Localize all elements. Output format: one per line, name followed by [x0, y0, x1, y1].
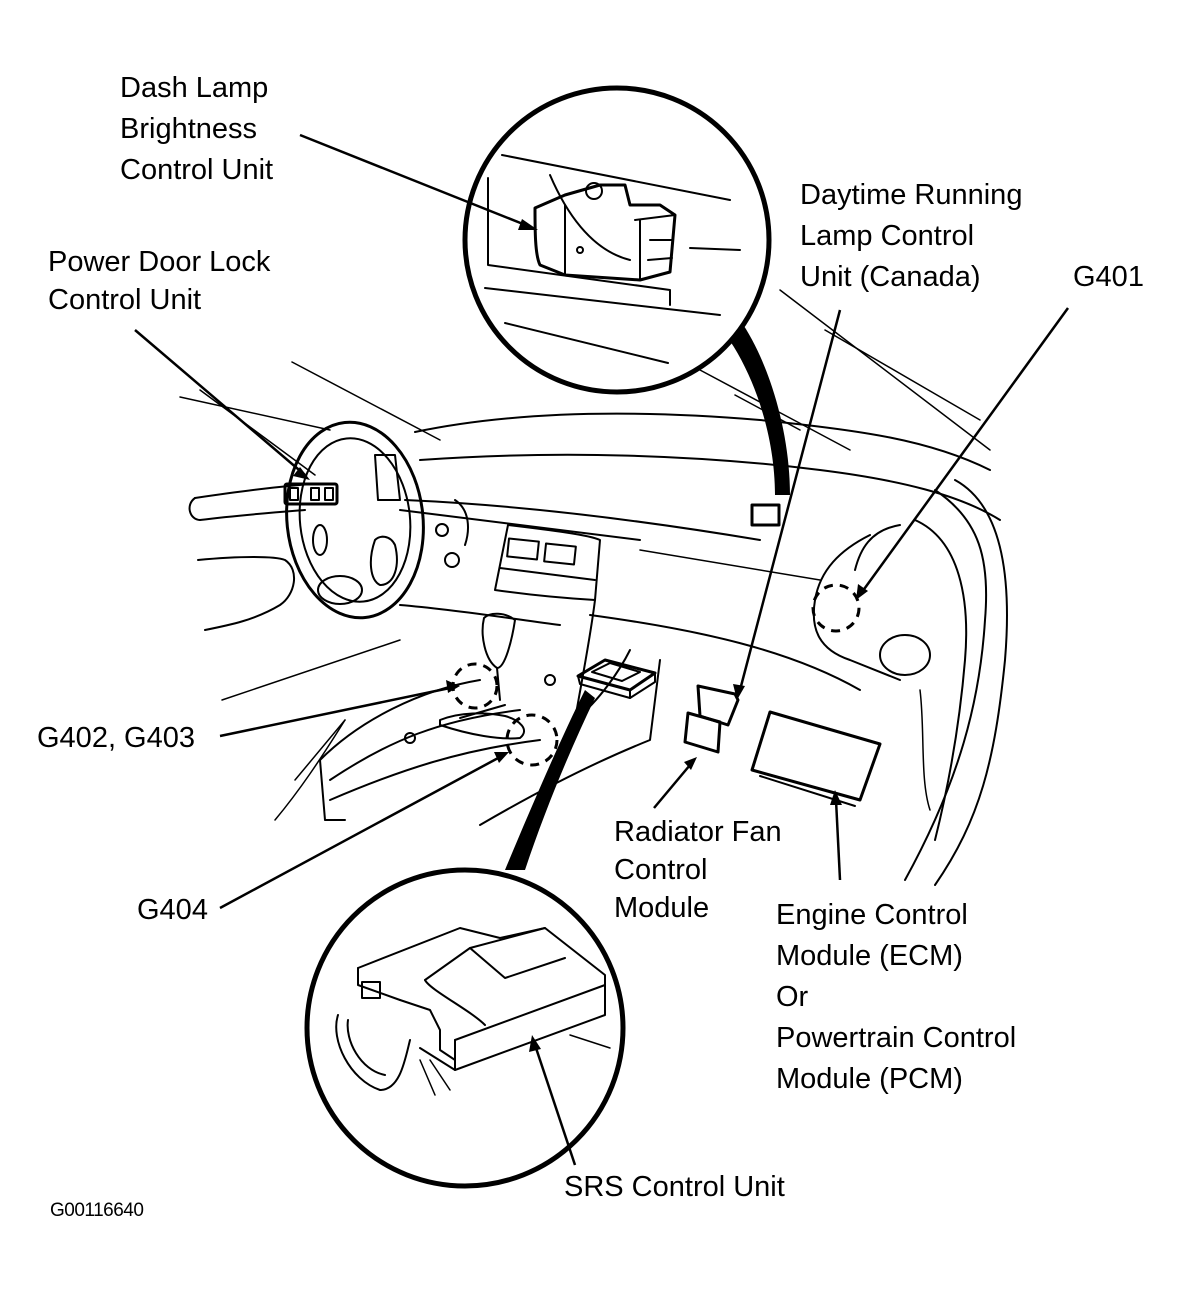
label-line: G402, G403	[37, 722, 195, 754]
label-line: Daytime Running	[800, 179, 1023, 211]
label-line: G404	[137, 894, 208, 926]
label-srs-control-unit: SRS Control Unit	[564, 1167, 785, 1208]
figure-id: G00116640	[50, 1200, 144, 1221]
label-line: Module (ECM)	[776, 940, 963, 972]
label-line: SRS Control Unit	[564, 1171, 785, 1203]
detail-inset-srs	[304, 867, 626, 1189]
inset-pointer-top	[722, 320, 790, 495]
label-line: Dash Lamp	[120, 72, 269, 104]
label-power-door-lock-control-unit: Power Door Lock Control Unit	[48, 243, 270, 319]
label-line: G401	[1073, 261, 1144, 293]
label-radiator-fan-control-module: Radiator Fan Control Module	[614, 813, 782, 927]
label-daytime-running-lamp-control-unit: Daytime Running Lamp Control Unit (Canad…	[800, 175, 1022, 298]
inset-pointer-bottom	[505, 690, 595, 870]
srs-detail	[335, 927, 611, 1096]
label-line: Module	[614, 892, 710, 924]
dash-lamp-detail	[484, 154, 741, 364]
dashboard-illustration	[179, 289, 1008, 886]
label-dash-lamp-brightness-control-unit: Dash Lamp Brightness Control Unit	[120, 68, 273, 191]
label-line: Control Unit	[48, 284, 202, 316]
g401-location	[811, 583, 861, 633]
label-line: Brightness	[120, 113, 258, 145]
label-line: Control	[614, 854, 708, 886]
label-g402-g403: G402, G403	[37, 718, 195, 759]
label-line: Powertrain Control	[776, 1022, 1017, 1054]
label-line: Module (PCM)	[776, 1063, 963, 1095]
label-g401: G401	[1073, 257, 1144, 298]
label-line: Engine Control	[776, 899, 968, 931]
label-line: Unit (Canada)	[800, 261, 981, 293]
label-line: Or	[776, 981, 809, 1013]
label-line: Lamp Control	[800, 220, 975, 252]
label-line: Radiator Fan	[614, 816, 782, 848]
label-line: Control Unit	[120, 154, 274, 186]
g404-location	[505, 713, 559, 767]
leader-lines	[134, 133, 1070, 1166]
label-g404: G404	[137, 890, 208, 931]
detail-inset-dash-lamp	[462, 85, 772, 395]
label-line: Power Door Lock	[48, 246, 271, 278]
label-ecm-pcm: Engine Control Module (ECM) Or Powertrai…	[776, 895, 1016, 1100]
